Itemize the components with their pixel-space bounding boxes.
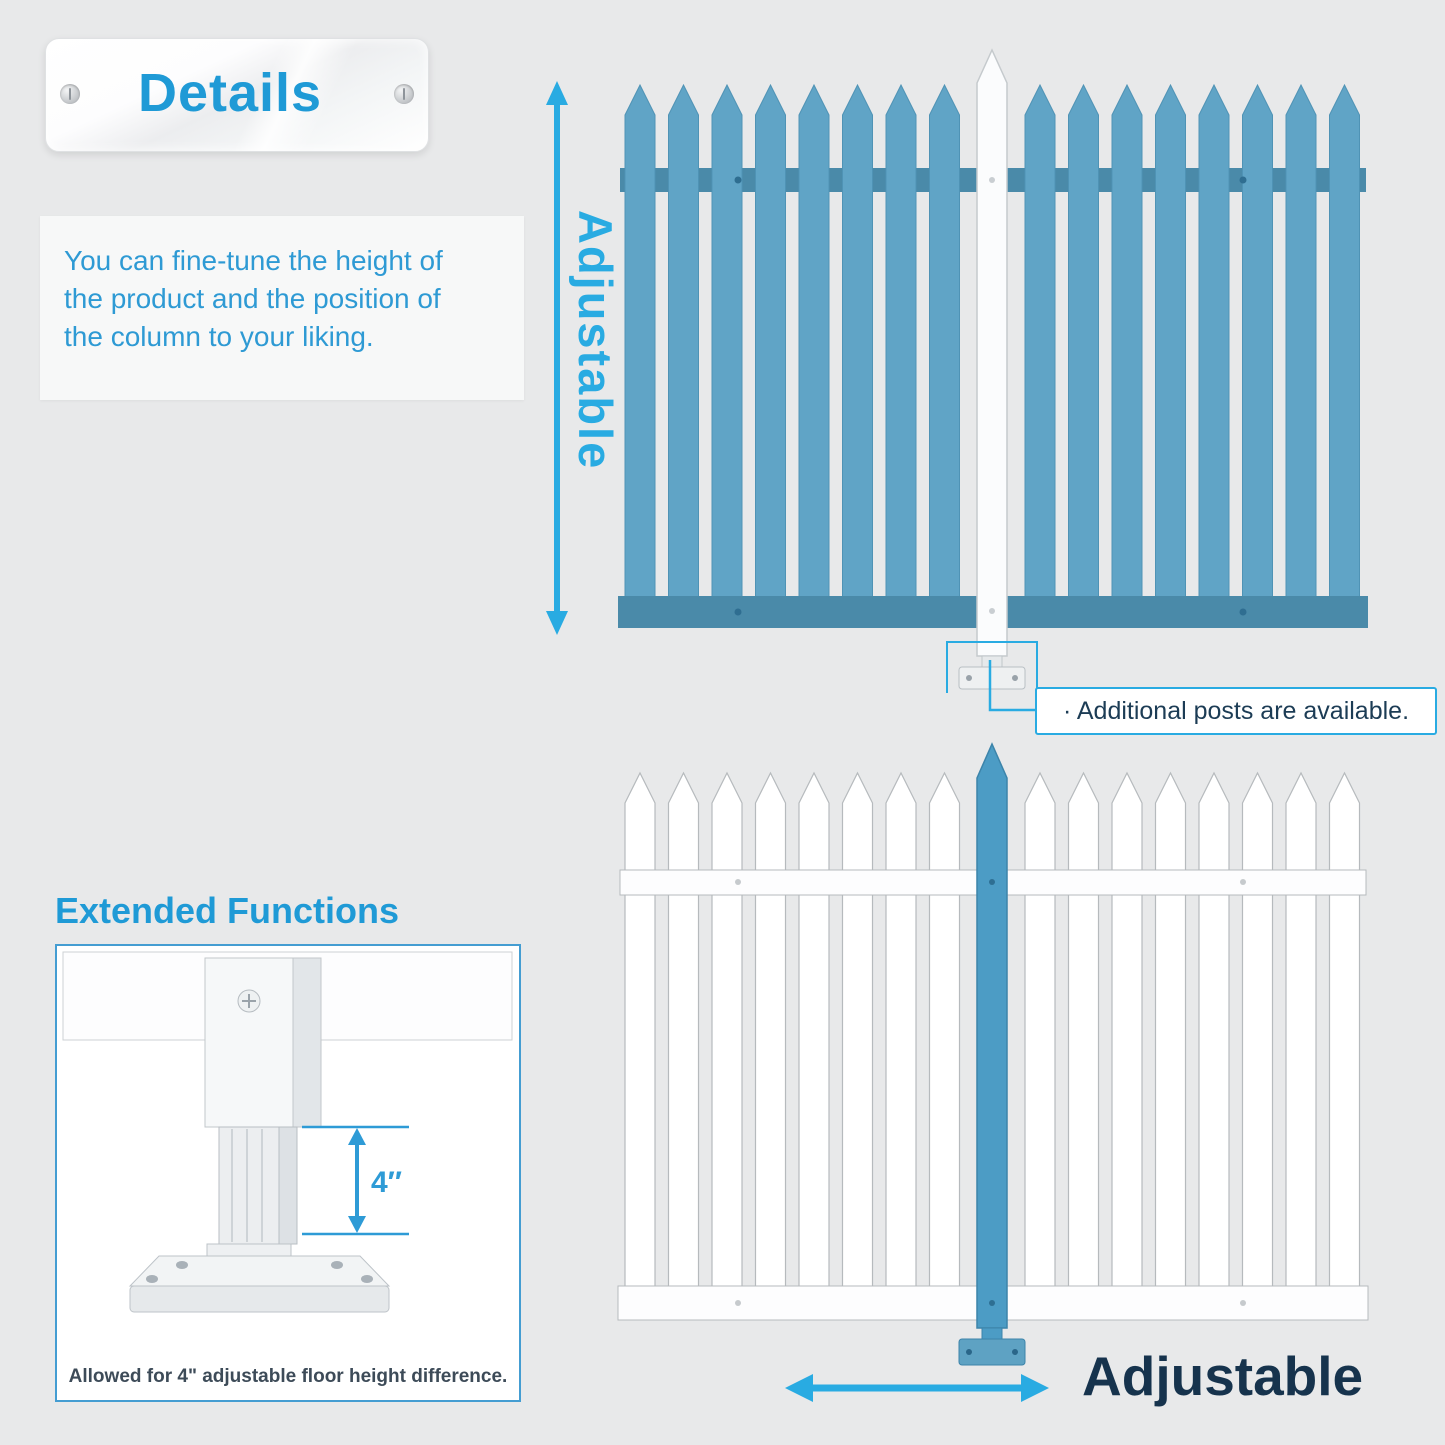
telescoping-sleeve [218,1126,280,1245]
white-center-post [958,48,1026,690]
callout-connector-line [988,660,1037,712]
horizontal-double-arrow-icon [785,1374,1049,1402]
additional-posts-callout: · Additional posts are available. [1035,687,1437,735]
measurement-label: 4″ [371,1166,402,1199]
description-line: the column to your liking. [64,321,374,352]
base-plate-front [129,1285,390,1313]
blue-fence-illustration [618,48,1368,693]
extended-functions-box: 4″ Allowed for 4" adjustable floor heigh… [55,944,521,1402]
white-fence-illustration [617,742,1369,1366]
description-text: You can fine-tune the height of the prod… [40,216,524,356]
vertical-double-arrow-icon [546,81,568,635]
description-line: the product and the position of [64,283,441,314]
blue-center-post [958,742,1026,1366]
post-base-plate [958,666,1026,690]
screw-icon [60,84,80,104]
description-box: You can fine-tune the height of the prod… [40,216,524,400]
measurement-arrow: 4″ [302,1125,409,1236]
plaque-glare [46,39,428,151]
post-base-plate [958,1338,1026,1366]
details-plaque: Details [45,38,429,152]
base-plate-top [128,1255,391,1287]
adjustable-width-label: Adjustable [1082,1345,1364,1407]
post-base-highlight [946,641,1038,693]
post-base-detail-illustration: 4″ [62,951,513,1313]
adjustable-height-label: Adjustable [569,210,622,471]
details-title: Details [138,63,323,124]
extended-functions-heading: Extended Functions [55,890,400,931]
screw-icon [394,84,414,104]
extended-caption: Allowed for 4" adjustable floor height d… [68,1366,508,1387]
adjustable-post [128,957,391,1313]
description-line: You can fine-tune the height of [64,245,443,276]
